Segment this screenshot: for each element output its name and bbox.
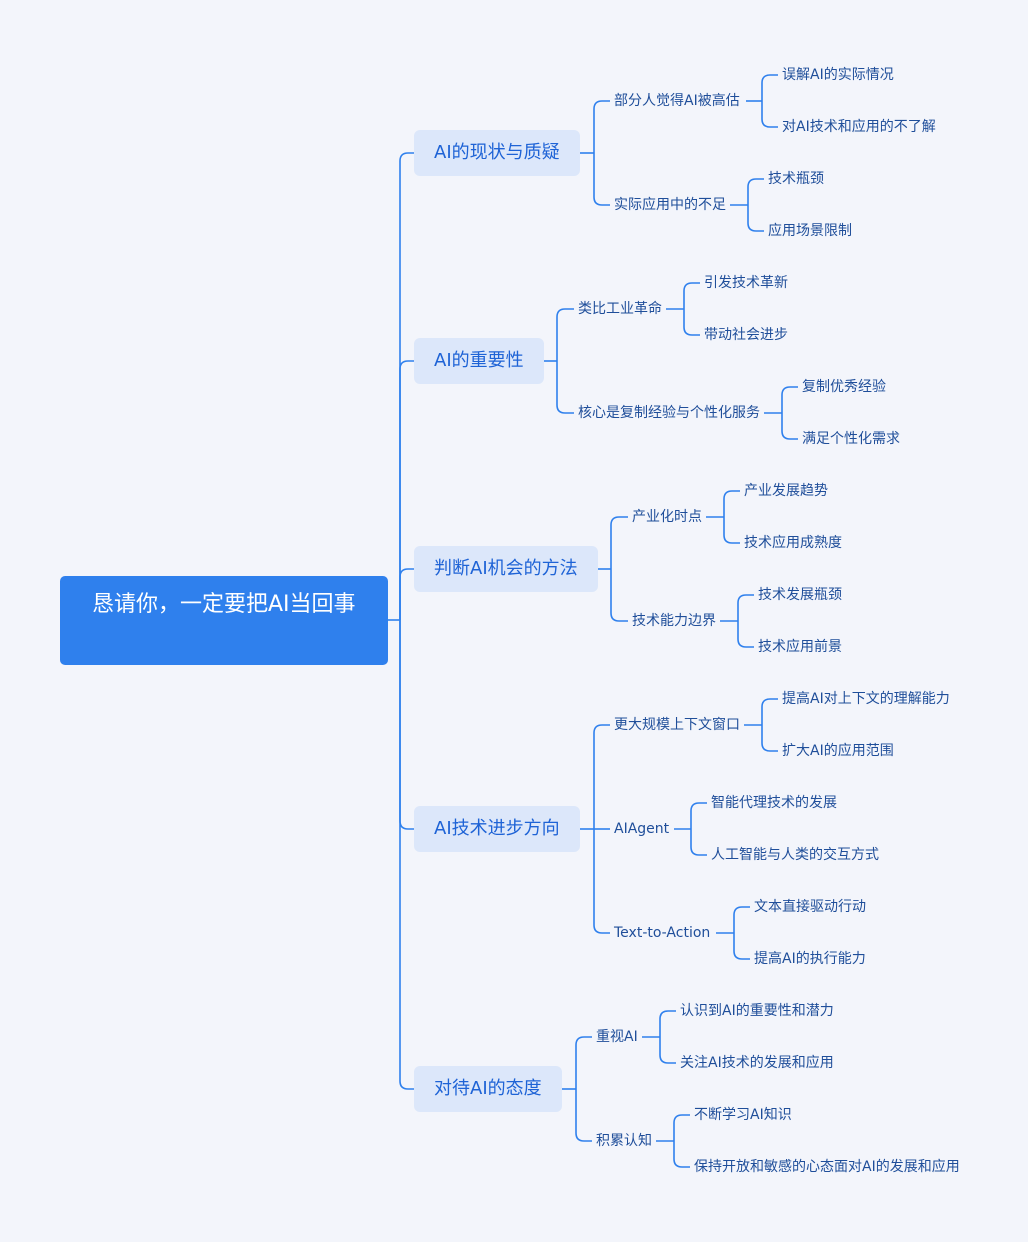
subtopic-node[interactable]: 类比工业革命	[578, 301, 662, 317]
topic-label: AI的重要性	[434, 350, 524, 371]
sub-connector-0-0-branch-1	[761, 101, 778, 128]
sub-connector-3-1-branch-0	[690, 802, 707, 829]
subtopic-node[interactable]: AIAgent	[614, 821, 670, 837]
leaf-node[interactable]: 对AI技术和应用的不了解	[782, 119, 936, 135]
sub-connector-2-0-branch-0	[723, 490, 740, 517]
sub-connector-0-1-branch-0	[747, 178, 764, 205]
leaf-node[interactable]: 保持开放和敏感的心态面对AI的发展和应用	[694, 1159, 960, 1175]
sub-connector-2-1-branch-0	[737, 594, 754, 621]
leaf-node[interactable]: 认识到AI的重要性和潜力	[680, 1003, 834, 1019]
leaf-node[interactable]: 产业发展趋势	[744, 483, 828, 499]
leaf-node[interactable]: 误解AI的实际情况	[782, 67, 894, 83]
sub-connector-2-0-branch-1	[723, 517, 740, 544]
topic-label: 判断AI机会的方法	[434, 558, 578, 579]
sub-connector-3-1-branch-1	[690, 829, 707, 856]
topic-connector-2-branch-1	[610, 569, 628, 622]
leaf-node[interactable]: 提高AI的执行能力	[754, 951, 866, 967]
sub-connector-4-0-branch-0	[659, 1010, 676, 1037]
leaf-node[interactable]: 引发技术革新	[704, 275, 788, 291]
sub-connector-1-1-branch-1	[781, 413, 798, 440]
topic-node[interactable]: 判断AI机会的方法	[414, 546, 598, 592]
topic-connector-1-branch-1	[556, 361, 574, 414]
root-connector-branch-3	[399, 620, 414, 830]
topic-connector-3-branch-0	[593, 724, 610, 829]
root-node[interactable]: 恳请你，一定要把AI当回事	[60, 576, 388, 665]
leaf-node[interactable]: 人工智能与人类的交互方式	[711, 847, 879, 863]
topic-node[interactable]: AI的现状与质疑	[414, 130, 580, 176]
sub-connector-4-0-branch-1	[659, 1037, 676, 1064]
root-connector-branch-4	[399, 620, 414, 1090]
leaf-node[interactable]: 技术应用成熟度	[744, 535, 842, 551]
topic-node[interactable]: 对待AI的态度	[414, 1066, 562, 1112]
sub-connector-4-1-branch-1	[673, 1141, 690, 1168]
subtopic-node[interactable]: 积累认知	[596, 1133, 652, 1149]
topic-connector-0-branch-1	[593, 153, 610, 206]
leaf-node[interactable]: 技术发展瓶颈	[758, 587, 842, 603]
sub-connector-3-0-branch-0	[761, 698, 778, 725]
subtopic-node[interactable]: 产业化时点	[632, 509, 702, 525]
leaf-node[interactable]: 扩大AI的应用范围	[782, 743, 894, 759]
subtopic-node[interactable]: 重视AI	[596, 1029, 638, 1045]
leaf-node[interactable]: 带动社会进步	[704, 327, 788, 343]
topic-node[interactable]: AI技术进步方向	[414, 806, 580, 852]
sub-connector-1-1-branch-0	[781, 386, 798, 413]
leaf-node[interactable]: 关注AI技术的发展和应用	[680, 1055, 834, 1071]
topic-connector-4-branch-1	[575, 1089, 592, 1142]
sub-connector-1-0-branch-1	[683, 309, 700, 336]
topic-node[interactable]: AI的重要性	[414, 338, 544, 384]
sub-connector-4-1-branch-0	[673, 1114, 690, 1141]
root-connector-branch-2	[399, 568, 414, 620]
root-connector-branch-1	[399, 360, 414, 620]
leaf-node[interactable]: 复制优秀经验	[802, 379, 886, 395]
sub-connector-0-0-branch-0	[761, 74, 778, 101]
sub-connector-3-0-branch-1	[761, 725, 778, 752]
sub-connector-3-2-branch-0	[733, 906, 750, 933]
leaf-node[interactable]: 提高AI对上下文的理解能力	[782, 691, 950, 707]
root-label: 恳请你，一定要把AI当回事	[92, 592, 356, 617]
sub-connector-2-1-branch-1	[737, 621, 754, 648]
leaf-node[interactable]: 智能代理技术的发展	[711, 795, 837, 811]
topic-label: AI技术进步方向	[434, 818, 560, 839]
topic-connector-3-branch-2	[593, 829, 610, 934]
leaf-node[interactable]: 技术应用前景	[758, 639, 842, 655]
topic-connector-4-branch-0	[575, 1036, 592, 1089]
subtopic-node[interactable]: 部分人觉得AI被高估	[614, 93, 740, 109]
root-connector-branch-0	[399, 152, 414, 620]
subtopic-node[interactable]: 技术能力边界	[632, 613, 716, 629]
leaf-node[interactable]: 文本直接驱动行动	[754, 899, 866, 915]
leaf-node[interactable]: 满足个性化需求	[802, 431, 900, 447]
sub-connector-3-2-branch-1	[733, 933, 750, 960]
sub-connector-1-0-branch-0	[683, 282, 700, 309]
subtopic-node[interactable]: 核心是复制经验与个性化服务	[578, 405, 760, 421]
topic-connector-0-branch-0	[593, 100, 610, 153]
subtopic-node[interactable]: 实际应用中的不足	[614, 197, 726, 213]
topic-connector-1-branch-0	[556, 308, 574, 361]
topic-label: 对待AI的态度	[434, 1078, 542, 1099]
subtopic-node[interactable]: Text-to-Action	[614, 925, 711, 941]
sub-connector-0-1-branch-1	[747, 205, 764, 232]
subtopic-node[interactable]: 更大规模上下文窗口	[614, 717, 740, 733]
leaf-node[interactable]: 应用场景限制	[768, 223, 852, 239]
topic-label: AI的现状与质疑	[434, 142, 560, 163]
leaf-node[interactable]: 不断学习AI知识	[694, 1107, 792, 1123]
topic-connector-2-branch-0	[610, 516, 628, 569]
leaf-node[interactable]: 技术瓶颈	[768, 171, 824, 187]
